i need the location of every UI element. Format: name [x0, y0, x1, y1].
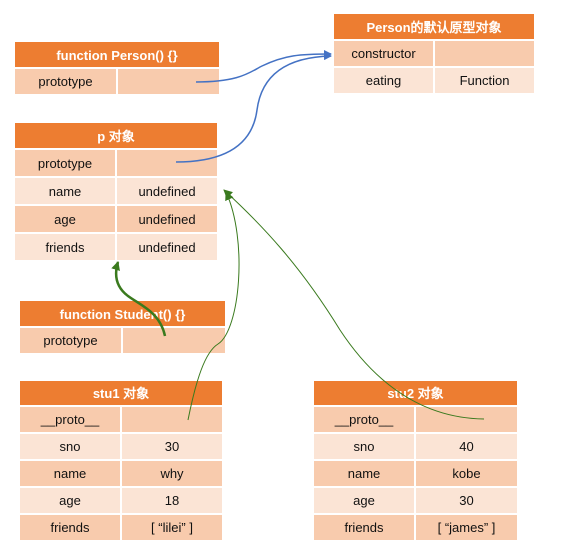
person-function-table: function Person() {} prototype — [14, 41, 220, 95]
key-cell: prototype — [14, 149, 116, 177]
table-row: friends [ “james” ] — [313, 514, 518, 541]
stu1-object-title: stu1 对象 — [19, 380, 223, 406]
value-cell: undefined — [116, 177, 218, 205]
value-cell: 30 — [415, 487, 518, 514]
p-object-title: p 对象 — [14, 122, 218, 149]
stu2-proto-arrow — [223, 189, 485, 420]
key-cell: prototype — [19, 327, 122, 354]
value-cell: 30 — [121, 433, 223, 460]
key-cell: age — [19, 487, 121, 514]
key-cell: age — [14, 205, 116, 233]
table-row: __proto__ — [313, 406, 518, 433]
value-cell: Function — [434, 67, 535, 94]
value-cell: undefined — [116, 205, 218, 233]
value-cell: [ “james” ] — [415, 514, 518, 541]
key-cell: __proto__ — [313, 406, 415, 433]
key-cell: sno — [19, 433, 121, 460]
table-row: age undefined — [14, 205, 218, 233]
value-cell — [415, 406, 518, 433]
table-row: sno 40 — [313, 433, 518, 460]
p-object-table: p 对象 prototype name undefined age undefi… — [14, 122, 218, 261]
person-prototype-arrow — [195, 50, 332, 83]
stu2-object-table: stu2 对象 __proto__ sno 40 name kobe age 3… — [313, 380, 518, 541]
person-prototype-title: Person的默认原型对象 — [333, 13, 535, 40]
stu1-object-table: stu1 对象 __proto__ sno 30 name why age 18… — [19, 380, 223, 541]
key-cell: constructor — [333, 40, 434, 67]
value-cell: kobe — [415, 460, 518, 487]
stu1-proto-arrow — [187, 191, 240, 421]
value-cell: 40 — [415, 433, 518, 460]
table-row: friends [ “lilei” ] — [19, 514, 223, 541]
key-cell: eating — [333, 67, 434, 94]
key-cell: friends — [313, 514, 415, 541]
table-row: name why — [19, 460, 223, 487]
key-cell: friends — [14, 233, 116, 261]
table-row: prototype — [19, 327, 226, 354]
value-cell: why — [121, 460, 223, 487]
table-row: friends undefined — [14, 233, 218, 261]
table-row: __proto__ — [19, 406, 223, 433]
key-cell: name — [19, 460, 121, 487]
table-row: name kobe — [313, 460, 518, 487]
table-row: age 18 — [19, 487, 223, 514]
table-row: constructor — [333, 40, 535, 67]
key-cell: name — [313, 460, 415, 487]
person-function-title: function Person() {} — [14, 41, 220, 68]
table-row: eating Function — [333, 67, 535, 94]
key-cell: friends — [19, 514, 121, 541]
value-cell — [116, 149, 218, 177]
student-function-table: function Student() {} prototype — [19, 300, 226, 354]
key-cell: __proto__ — [19, 406, 121, 433]
student-function-title: function Student() {} — [19, 300, 226, 327]
key-cell: age — [313, 487, 415, 514]
table-row: sno 30 — [19, 433, 223, 460]
value-cell: [ “lilei” ] — [121, 514, 223, 541]
person-prototype-table: Person的默认原型对象 constructor eating Functio… — [333, 13, 535, 94]
value-cell: 18 — [121, 487, 223, 514]
key-cell: name — [14, 177, 116, 205]
value-cell — [122, 327, 226, 354]
value-cell — [434, 40, 535, 67]
value-cell — [121, 406, 223, 433]
value-cell: undefined — [116, 233, 218, 261]
table-row: name undefined — [14, 177, 218, 205]
key-cell: sno — [313, 433, 415, 460]
student-prototype-arrow — [111, 261, 167, 337]
table-row: age 30 — [313, 487, 518, 514]
table-row: prototype — [14, 149, 218, 177]
key-cell: prototype — [14, 68, 117, 95]
p-prototype-arrow — [175, 52, 332, 163]
